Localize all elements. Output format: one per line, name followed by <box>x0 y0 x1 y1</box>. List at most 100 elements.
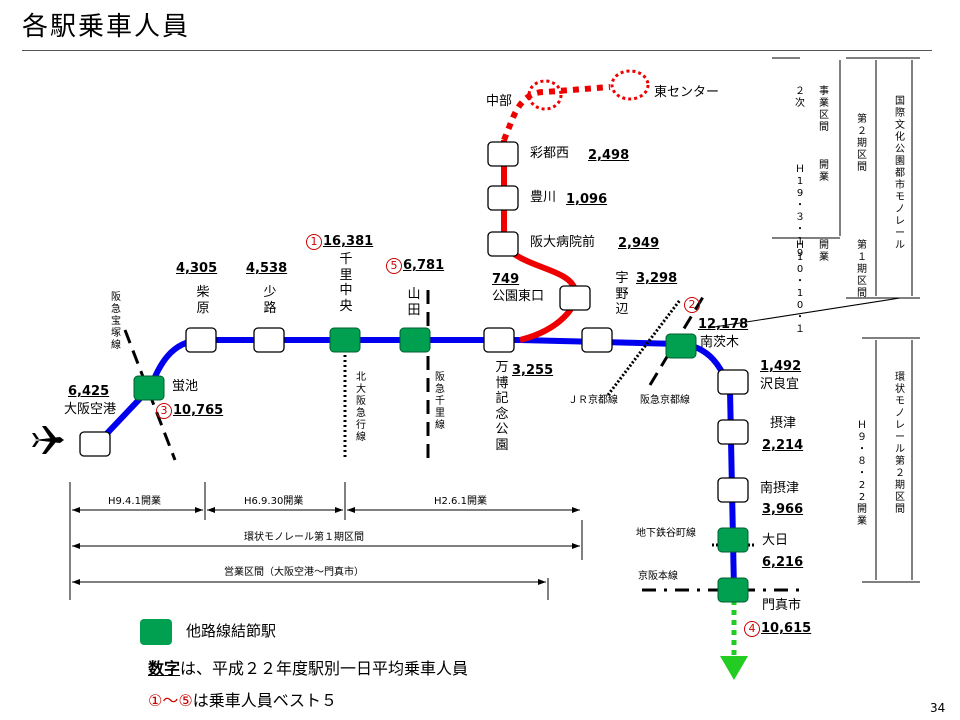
phase-leader <box>707 297 901 329</box>
station-minami-settsu <box>717 477 749 503</box>
sawaragi-riders: 1,492 <box>760 359 802 374</box>
legend-note2-rest: は乗車人員ベスト５ <box>192 691 338 710</box>
higashi-center-name: 東センター <box>654 85 720 100</box>
dim-business-label: 営業区間（大阪空港～門真市） <box>224 567 364 578</box>
title-rule <box>22 50 932 51</box>
rank-4-icon: 4 <box>744 621 760 637</box>
station-koen-higashiguchi <box>559 285 591 311</box>
chubu-name: 中部 <box>486 94 513 109</box>
side-kokusai: 国際文化公園都市モノレール <box>895 96 905 251</box>
station-banpaku <box>483 327 515 353</box>
side-business-section: 事業区間 <box>819 86 829 133</box>
planned-station-higashi <box>610 69 650 101</box>
side-open-h19: 開業 <box>819 160 829 183</box>
side-open-h10: 開業 <box>819 240 829 263</box>
uno-be-name: 宇野辺 <box>615 271 629 318</box>
toyokawa-name: 豊川 <box>530 190 557 205</box>
minami-settsu-name: 南摂津 <box>760 481 800 496</box>
legend-junction-label: 他路線結節駅 <box>186 622 277 640</box>
station-osaka-airport <box>79 431 111 457</box>
page-title: 各駅乗車人員 <box>22 12 191 42</box>
green-arrow <box>720 656 748 680</box>
dim-phase1-label: 環状モノレール第１期区間 <box>244 532 364 543</box>
shoji-riders: 4,538 <box>246 261 288 276</box>
dim-h9-label: H9.4.1開業 <box>108 496 161 507</box>
rank-3-icon: 3 <box>156 403 172 419</box>
shoji-name: 少路 <box>263 285 277 316</box>
shibahara-riders: 4,305 <box>176 261 218 276</box>
saito-nishi-riders: 2,498 <box>588 148 630 163</box>
kadoma-riders: 10,615 <box>761 621 812 636</box>
hotarugaike-riders: 10,765 <box>173 403 224 418</box>
airplane-icon <box>32 426 64 454</box>
station-kadoma <box>717 577 749 603</box>
hankyu-takarazuka-label: 阪急宝塚線 <box>111 292 121 351</box>
senri-chuo-name: 千里中央 <box>339 252 353 314</box>
planned-station-chubu <box>527 79 563 111</box>
page-number: 34 <box>930 701 946 715</box>
station-senri-chuo <box>329 327 361 353</box>
minami-ibaraki-riders: 12,178 <box>698 317 749 332</box>
dainichi-name: 大日 <box>762 533 789 548</box>
hotarugaike-name: 蛍池 <box>172 379 199 394</box>
keihan-label: 京阪本線 <box>638 571 678 582</box>
saito-nishi-name: 彩都西 <box>530 146 570 161</box>
settsu-riders: 2,214 <box>762 438 804 453</box>
dainichi-riders: 6,216 <box>762 555 804 570</box>
sawaragi-name: 沢良宜 <box>760 377 800 392</box>
handai-riders: 2,949 <box>618 236 660 251</box>
osaka-airport-name: 大阪空港 <box>64 402 117 417</box>
banpaku-name: 万博記念公園 <box>495 360 509 453</box>
legend-junction-swatch <box>140 619 172 645</box>
handai-name: 阪大病院前 <box>530 235 596 250</box>
dim-h6-label: H6.9.30開業 <box>244 496 304 507</box>
shibahara-name: 柴原 <box>196 285 210 316</box>
yamada-riders: 6,781 <box>403 258 445 273</box>
legend-note1-rest: は、平成２２年度駅別一日平均乗車人員 <box>180 659 469 678</box>
hankyu-kyoto-label: 阪急京都線 <box>640 395 690 406</box>
legend-note1: 数字は、平成２２年度駅別一日平均乗車人員 <box>148 661 468 677</box>
legend-note2-range: ①～⑤ <box>148 691 193 710</box>
jr-kyoto-label: ＪＲ京都線 <box>568 395 618 406</box>
station-handai <box>487 231 519 257</box>
red-line-planned <box>501 84 611 142</box>
station-shoji <box>253 327 285 353</box>
legend-note1-prefix: 数字 <box>148 659 181 678</box>
station-hotarugaike <box>133 375 165 401</box>
minami-ibaraki-name: 南茨木 <box>700 335 740 350</box>
koen-higashiguchi-name: 公園東口 <box>492 289 545 304</box>
koen-higashiguchi-riders: 749 <box>492 272 520 287</box>
senri-chuo-riders: 16,381 <box>323 234 374 249</box>
station-shibahara <box>185 327 217 353</box>
station-dainichi <box>717 527 749 553</box>
station-yamada <box>399 327 431 353</box>
rank-5-icon: 5 <box>386 258 402 274</box>
uno-be-riders: 3,298 <box>636 271 678 286</box>
tanimachi-label: 地下鉄谷町線 <box>636 528 696 539</box>
banpaku-riders: 3,255 <box>512 363 554 378</box>
station-toyokawa <box>487 185 519 211</box>
settsu-name: 摂津 <box>770 416 797 431</box>
toyokawa-riders: 1,096 <box>566 192 608 207</box>
kita-osaka-label: 北大阪急行線 <box>356 372 366 443</box>
rank-1-icon: 1 <box>306 234 322 250</box>
station-uno-be <box>581 327 613 353</box>
legend-note2: ①～⑤は乗車人員ベスト５ <box>148 693 337 709</box>
yamada-name: 山田 <box>407 287 421 318</box>
hankyu-senri-label: 阪急千里線 <box>435 372 445 431</box>
minami-settsu-riders: 3,966 <box>762 502 804 517</box>
rank-2-icon: 2 <box>684 297 700 313</box>
osaka-airport-riders: 6,425 <box>68 384 110 399</box>
kadoma-name: 門真市 <box>762 598 802 613</box>
station-sawaragi <box>717 369 749 395</box>
